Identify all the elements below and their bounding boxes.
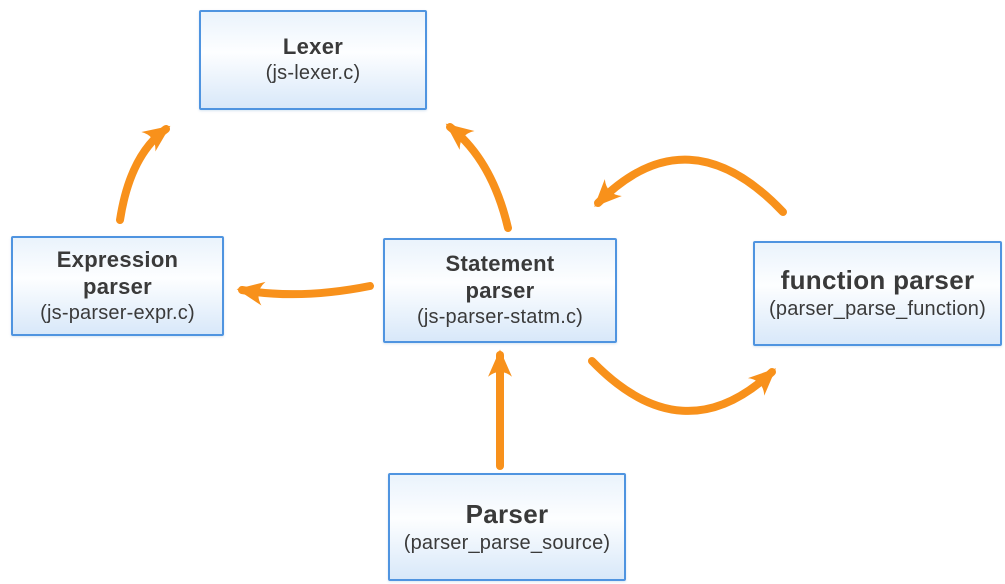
node-parser-title: Parser [465, 498, 549, 529]
node-statement-parser: Statement parser (js-parser-statm.c) [383, 238, 617, 343]
arrow-statement-to-lexer [445, 123, 512, 232]
node-parser: Parser (parser_parse_source) [388, 473, 626, 581]
node-statement-parser-title-line1: Statement [445, 251, 555, 276]
arrow-statement-to-expression [236, 281, 374, 306]
node-lexer-subtitle: (js-lexer.c) [265, 62, 361, 84]
arrow-expression-to-lexer [116, 125, 171, 224]
node-expression-parser-title-line2: parser [82, 273, 153, 299]
node-function-parser: function parser (parser_parse_function) [753, 241, 1002, 346]
node-function-parser-subtitle: (parser_parse_function) [769, 298, 986, 320]
node-lexer: Lexer (js-lexer.c) [199, 10, 427, 110]
arrow-statement-to-function [588, 357, 776, 415]
node-statement-parser-subtitle: (js-parser-statm.c) [416, 306, 584, 328]
node-expression-parser-title-line1: Expression [56, 246, 179, 272]
node-expression-parser-subtitle: (js-parser-expr.c) [40, 301, 195, 324]
node-statement-parser-title-line2: parser [465, 278, 535, 303]
node-lexer-title: Lexer [282, 34, 344, 59]
node-expression-parser: Expression parser (js-parser-expr.c) [11, 236, 224, 336]
node-parser-subtitle: (parser_parse_source) [403, 531, 611, 554]
node-function-parser-title: function parser [780, 265, 975, 295]
arrow-function-to-statement [594, 155, 787, 216]
